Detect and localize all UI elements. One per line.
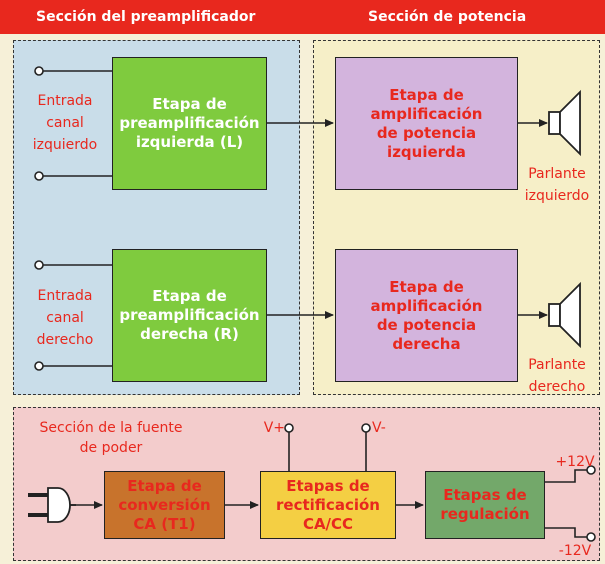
preamp-right-block: Etapa de preamplificación derecha (R): [112, 249, 267, 382]
speaker-right-line: derecho: [528, 379, 586, 395]
header-band: [0, 0, 605, 34]
power-left-block: Etapa de amplificación de potencia izqui…: [335, 57, 518, 190]
rectification-line: Etapas de: [286, 476, 370, 495]
power-right-line: amplificación: [370, 296, 483, 315]
input-left-line: izquierdo: [32, 137, 98, 153]
input-right-terminal-bottom: [34, 361, 44, 371]
preamp-section-title: Sección del preamplificador: [36, 9, 256, 25]
minus12-terminal: [586, 532, 596, 542]
speaker-right-label: Parlante derecho: [514, 354, 600, 398]
input-left-line: Entrada: [37, 93, 93, 109]
conversion-block: Etapa de conversión CA (T1): [104, 471, 225, 539]
preamp-left-block: Etapa de preamplificación izquierda (L): [112, 57, 267, 190]
speaker-right-icon: [548, 281, 581, 349]
out-plus-12-label: +12V: [555, 454, 595, 470]
plus12-terminal: [586, 465, 596, 475]
preamp-left-line: Etapa de: [152, 95, 227, 113]
v-minus-terminal: [361, 423, 371, 433]
input-left-terminal-bottom: [34, 171, 44, 181]
input-left-line: canal: [46, 115, 84, 131]
ac-plug-icon: [28, 487, 76, 523]
preamp-left-line: preamplificación: [119, 114, 260, 132]
psu-title-line: de poder: [79, 440, 143, 456]
regulation-block: Etapas de regulación: [425, 471, 545, 539]
input-right-line: canal: [46, 310, 84, 326]
preamp-right-line: derecha (R): [140, 325, 239, 343]
v-plus-label: V+: [263, 420, 285, 436]
conversion-line: CA (T1): [133, 514, 196, 533]
speaker-left-line: Parlante: [528, 166, 586, 182]
power-right-line: de potencia: [376, 315, 477, 334]
speaker-right-line: Parlante: [528, 357, 586, 373]
input-right-terminal-top: [34, 260, 44, 270]
power-left-line: Etapa de: [389, 85, 464, 104]
power-left-line: izquierda: [387, 142, 466, 161]
rectification-block: Etapas de rectificación CA/CC: [260, 471, 396, 539]
v-minus-label: V-: [372, 420, 386, 436]
preamp-right-line: Etapa de: [152, 287, 227, 305]
input-left-terminal-top: [34, 66, 44, 76]
psu-title-line: Sección de la fuente: [39, 420, 183, 436]
input-right-label: Entrada canal derecho: [28, 285, 102, 351]
regulation-line: regulación: [440, 505, 530, 523]
power-right-line: derecha: [392, 334, 461, 353]
rectification-line: rectificación: [276, 495, 380, 514]
preamp-right-line: preamplificación: [119, 306, 260, 324]
speaker-left-icon: [548, 89, 581, 157]
power-right-block: Etapa de amplificación de potencia derec…: [335, 249, 518, 382]
power-left-line: amplificación: [370, 104, 483, 123]
power-right-line: Etapa de: [389, 277, 464, 296]
power-section-title: Sección de potencia: [368, 9, 527, 25]
power-left-line: de potencia: [376, 123, 477, 142]
input-right-line: Entrada: [37, 288, 93, 304]
psu-section-title: Sección de la fuente de poder: [22, 418, 200, 458]
speaker-left-label: Parlante izquierdo: [514, 163, 600, 207]
input-right-line: derecho: [36, 332, 94, 348]
out-minus-12-label: -12V: [558, 543, 592, 559]
speaker-left-line: izquierdo: [524, 188, 590, 204]
conversion-line: Etapa de: [127, 476, 202, 495]
conversion-line: conversión: [118, 495, 211, 514]
input-left-label: Entrada canal izquierdo: [28, 90, 102, 156]
regulation-line: Etapas de: [443, 486, 527, 504]
preamp-left-line: izquierda (L): [135, 133, 244, 151]
rectification-line: CA/CC: [302, 514, 354, 533]
v-plus-terminal: [284, 423, 294, 433]
